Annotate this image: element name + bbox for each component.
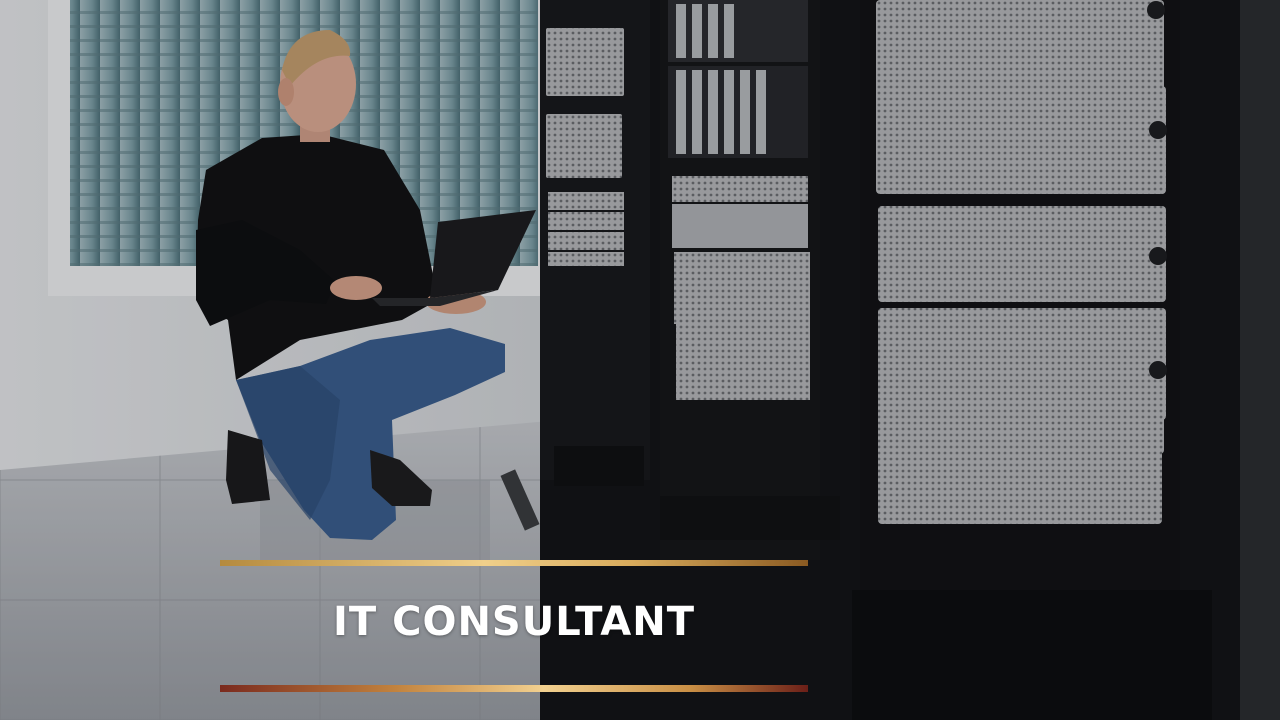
- rack-2-units: [668, 0, 810, 400]
- caption-title: IT CONSULTANT: [333, 599, 695, 645]
- decorative-rule-top: [220, 560, 808, 566]
- rack-1-units: [546, 28, 624, 266]
- rack-3-units: [876, 0, 1167, 524]
- decorative-rule-bottom: [220, 685, 808, 692]
- floor-cable: [500, 469, 540, 531]
- person-with-laptop: [196, 30, 536, 540]
